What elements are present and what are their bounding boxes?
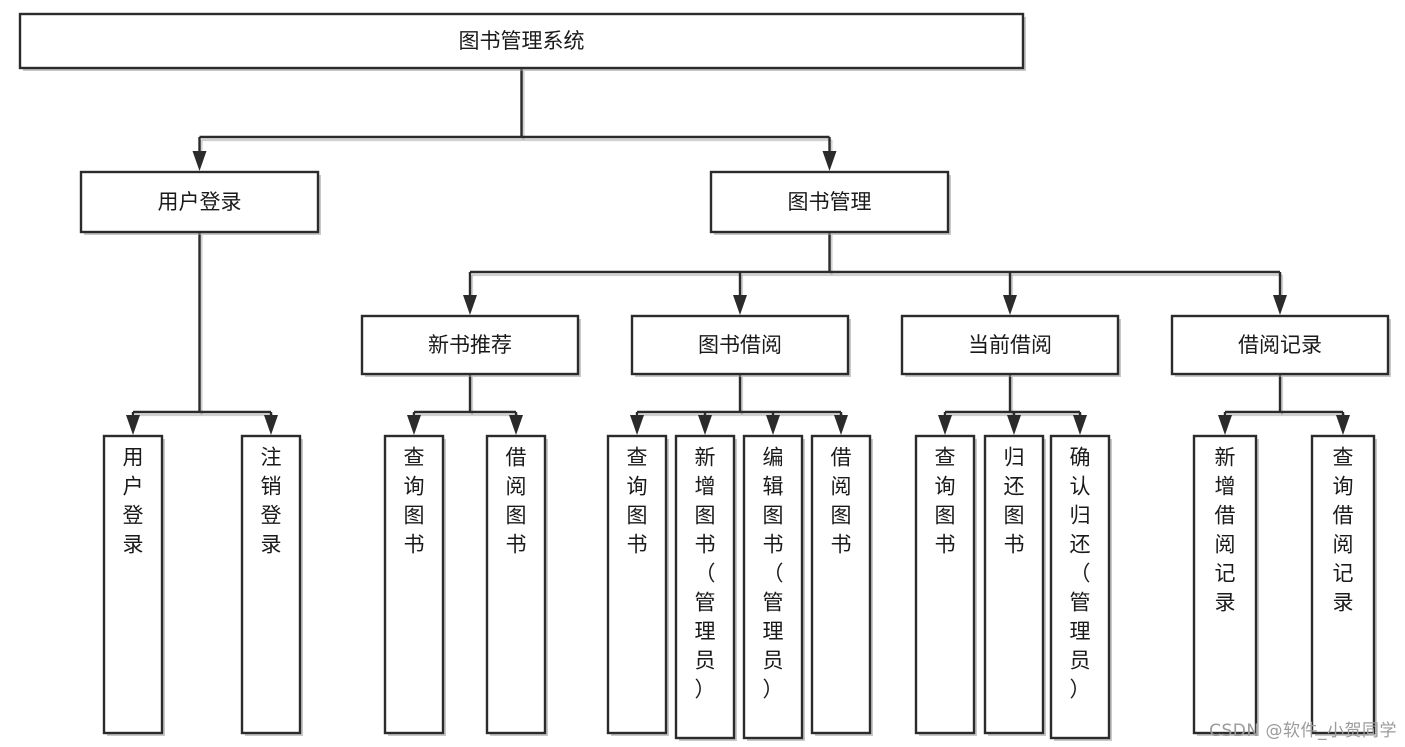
node-label: 图书管理 — [788, 190, 872, 214]
node-record-add[interactable]: 新增借阅记录 — [1192, 434, 1259, 736]
arrow-head-icon — [463, 295, 477, 315]
node-current-borrow[interactable]: 当前借阅 — [900, 314, 1121, 377]
node-box — [900, 314, 1120, 376]
node-box — [630, 314, 850, 376]
edges-layer — [126, 68, 1350, 435]
node-new-book-recommend[interactable]: 新书推荐 — [360, 314, 581, 377]
node-label: 图书借阅 — [698, 333, 782, 357]
node-label: 查询图书 — [404, 446, 425, 557]
node-book-manage[interactable]: 图书管理 — [709, 170, 951, 235]
arrow-head-icon — [1336, 415, 1350, 435]
node-borrow-query-book[interactable]: 查询图书 — [606, 434, 669, 736]
node-label: 借阅图书 — [506, 446, 527, 557]
node-box — [606, 434, 668, 735]
arrow-head-icon — [698, 415, 712, 435]
node-label: 新增借阅记录 — [1215, 446, 1236, 615]
arrow-head-icon — [1218, 415, 1232, 435]
arrow-head-icon — [264, 415, 278, 435]
node-label: 用户登录 — [158, 190, 242, 214]
node-label: 当前借阅 — [968, 333, 1052, 357]
node-user-login[interactable]: 用户登录 — [79, 170, 321, 235]
node-current-return-book[interactable]: 归还图书 — [983, 434, 1046, 736]
arrow-head-icon — [1273, 295, 1287, 315]
node-box — [742, 434, 804, 740]
node-current-confirm-return[interactable]: 确认归还（管理员） — [1049, 434, 1112, 741]
node-box — [914, 434, 976, 735]
nodes-layer: 图书管理系统用户登录用户登录注销登录图书管理新书推荐查询图书借阅图书图书借阅查询… — [18, 12, 1391, 741]
node-book-borrow[interactable]: 图书借阅 — [630, 314, 851, 377]
arrow-head-icon — [1007, 415, 1021, 435]
arrow-head-icon — [407, 415, 421, 435]
arrow-head-icon — [822, 151, 837, 171]
node-box — [79, 170, 320, 234]
arrow-head-icon — [938, 415, 952, 435]
node-label: 编辑图书（管理员） — [763, 446, 784, 702]
arrow-head-icon — [834, 415, 848, 435]
node-user-logout-leaf[interactable]: 注销登录 — [240, 434, 303, 736]
arrow-head-icon — [733, 295, 747, 315]
node-label: 注销登录 — [261, 446, 282, 557]
node-label: 归还图书 — [1004, 446, 1025, 557]
arrow-head-icon — [1073, 415, 1087, 435]
node-label: 借阅图书 — [831, 446, 852, 557]
node-label: 确认归还（管理员） — [1070, 446, 1091, 702]
node-box — [1310, 434, 1376, 735]
arrow-head-icon — [1003, 295, 1017, 315]
node-label: 查询借阅记录 — [1333, 446, 1354, 615]
node-label: 借阅记录 — [1238, 333, 1322, 357]
node-recommend-borrow-book[interactable]: 借阅图书 — [485, 434, 548, 736]
arrow-head-icon — [126, 415, 140, 435]
node-box — [485, 434, 547, 735]
node-box — [810, 434, 872, 735]
node-box — [1049, 434, 1111, 740]
arrow-head-icon — [192, 151, 207, 171]
node-borrow-edit-book[interactable]: 编辑图书（管理员） — [742, 434, 805, 741]
arrow-head-icon — [509, 415, 523, 435]
node-box — [1170, 314, 1390, 376]
node-label: 新增图书（管理员） — [695, 446, 716, 702]
node-label: 用户登录 — [123, 446, 144, 557]
node-box — [1192, 434, 1258, 735]
node-box — [383, 434, 445, 735]
node-borrow-records[interactable]: 借阅记录 — [1170, 314, 1391, 377]
node-record-query[interactable]: 查询借阅记录 — [1310, 434, 1377, 736]
node-recommend-query-book[interactable]: 查询图书 — [383, 434, 446, 736]
node-label: 新书推荐 — [428, 333, 512, 357]
node-box — [360, 314, 580, 376]
watermark: CSDN @软件_小贺同学 — [1209, 721, 1397, 741]
node-label: 查询图书 — [627, 446, 648, 557]
node-borrow-borrow-book[interactable]: 借阅图书 — [810, 434, 873, 736]
node-user-login-leaf[interactable]: 用户登录 — [102, 434, 165, 736]
arrow-head-icon — [766, 415, 780, 435]
node-root[interactable]: 图书管理系统 — [18, 12, 1026, 71]
node-box — [240, 434, 302, 735]
node-current-query-book[interactable]: 查询图书 — [914, 434, 977, 736]
node-box — [674, 434, 736, 740]
node-label: 查询图书 — [935, 446, 956, 557]
node-label: 图书管理系统 — [459, 29, 585, 53]
node-borrow-add-book[interactable]: 新增图书（管理员） — [674, 434, 737, 741]
node-box — [18, 12, 1025, 70]
arrow-head-icon — [630, 415, 644, 435]
node-box — [983, 434, 1045, 735]
node-box — [102, 434, 164, 735]
node-box — [709, 170, 950, 234]
